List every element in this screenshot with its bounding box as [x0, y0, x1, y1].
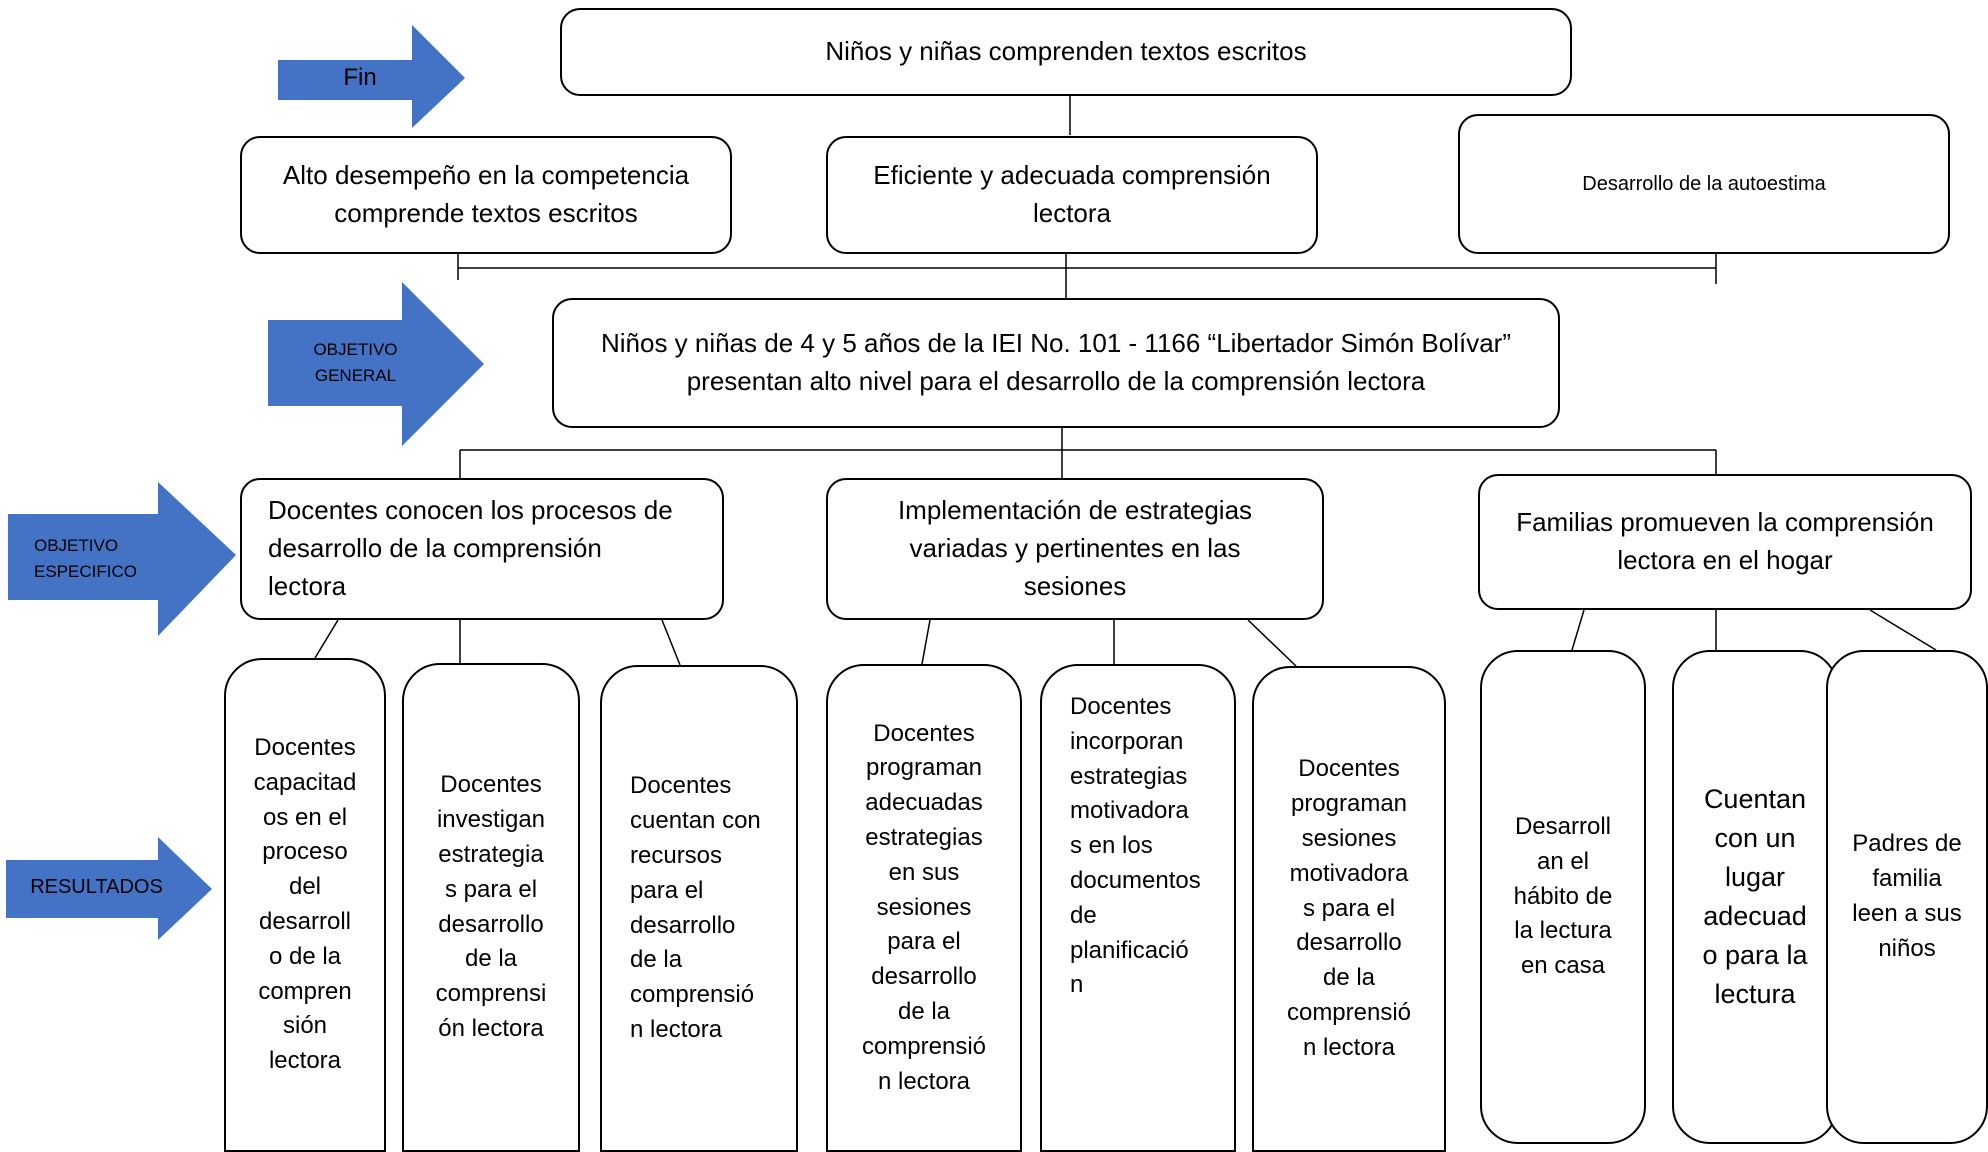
effect-box-2: Eficiente y adecuada comprensión lectora	[826, 136, 1318, 254]
resultados-arrow	[6, 837, 212, 940]
objetivo-general-arrow	[268, 282, 484, 446]
objetivo-general-box: Niños y niñas de 4 y 5 años de la IEI No…	[552, 298, 1560, 428]
resultado-text-4: Docentes programan adecuadas estrategias…	[861, 719, 987, 1095]
objetivo-especifico-box-1: Docentes conocen los procesos de desarro…	[240, 478, 724, 620]
effect-text-3: Desarrollo de la autoestima	[1582, 172, 1826, 195]
resultado-box-4: Docentes programan adecuadas estrategias…	[826, 664, 1022, 1152]
resultado-text-2: Docentes investigan estrategia s para el…	[435, 771, 547, 1042]
objetivo-especifico-arrow-label: OBJETIVO ESPECIFICO	[34, 536, 137, 582]
resultado-box-2: Docentes investigan estrategia s para el…	[402, 663, 580, 1152]
effect-box-3: Desarrollo de la autoestima	[1458, 114, 1950, 254]
resultado-text-9: Padres de familia leen a sus niños	[1852, 830, 1962, 962]
resultado-box-1: Docentes capacitad os en el proceso del …	[224, 658, 386, 1152]
resultado-box-7: Desarroll an el hábito de la lectura en …	[1480, 650, 1646, 1144]
objetivo-especifico-text-2: Implementación de estrategias variadas y…	[897, 495, 1253, 601]
resultado-box-5: Docentes incorporan estrategias motivado…	[1040, 664, 1236, 1152]
objetivo-especifico-arrow	[8, 482, 236, 636]
fin-arrow-label: Fin	[343, 64, 377, 91]
resultado-text-7: Desarroll an el hábito de la lectura en …	[1513, 813, 1613, 980]
effect-text-1: Alto desempeño en la competencia compren…	[282, 160, 690, 228]
objetivo-especifico-box-3: Familias promueven la comprensión lector…	[1478, 474, 1972, 610]
resultado-text-5: Docentes incorporan estrategias motivado…	[1070, 693, 1201, 999]
objetivo-general-text: Niños y niñas de 4 y 5 años de la IEI No…	[600, 328, 1511, 396]
resultado-box-6: Docentes programan sesiones motivadora s…	[1252, 666, 1446, 1152]
resultado-text-8: Cuentan con un lugar adecuad o para la l…	[1702, 783, 1808, 1010]
resultado-text-6: Docentes programan sesiones motivadora s…	[1286, 755, 1412, 1061]
fin-arrow	[278, 25, 465, 128]
resultado-box-3: Docentes cuentan con recursos para el de…	[600, 665, 798, 1152]
resultado-box-9: Padres de familia leen a sus niños	[1826, 650, 1988, 1144]
objetivo-especifico-text-3: Familias promueven la comprensión lector…	[1516, 507, 1934, 575]
resultados-arrow-label: RESULTADOS	[30, 876, 163, 898]
resultado-text-3: Docentes cuentan con recursos para el de…	[630, 772, 761, 1043]
objetivo-especifico-box-2: Implementación de estrategias variadas y…	[826, 478, 1324, 620]
effect-text-2: Eficiente y adecuada comprensión lectora	[873, 160, 1271, 228]
objetivo-general-arrow-label: OBJETIVO GENERAL	[313, 340, 398, 386]
resultado-text-1: Docentes capacitad os en el proceso del …	[253, 734, 357, 1075]
fin-box: Niños y niñas comprenden textos escritos	[560, 8, 1572, 96]
objetivo-especifico-text-1: Docentes conocen los procesos de desarro…	[268, 495, 673, 601]
resultado-box-8: Cuentan con un lugar adecuad o para la l…	[1672, 650, 1838, 1144]
fin-text: Niños y niñas comprenden textos escritos	[825, 36, 1307, 67]
effect-box-1: Alto desempeño en la competencia compren…	[240, 136, 732, 254]
